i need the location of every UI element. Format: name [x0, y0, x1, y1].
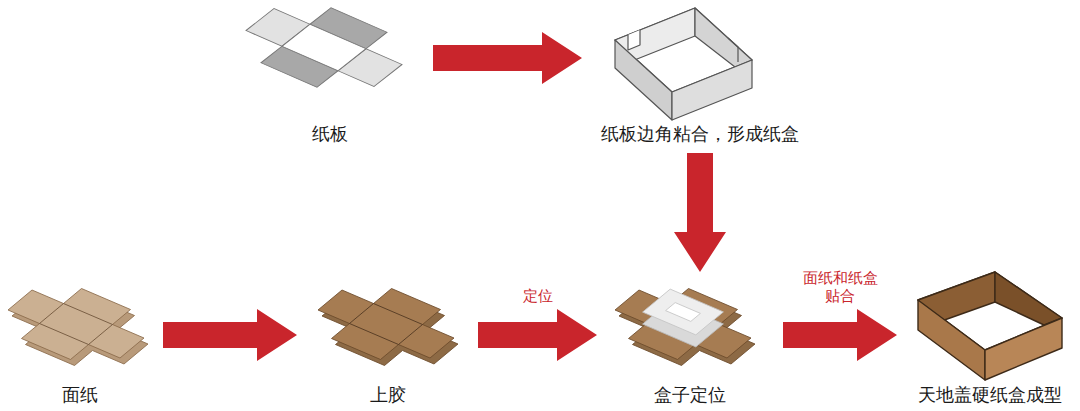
- process-step: 面纸: [5, 280, 155, 406]
- box-positioning: [597, 275, 773, 379]
- flow-arrow: [478, 309, 597, 361]
- flow-arrow: [783, 309, 897, 361]
- glued-paper: [300, 275, 476, 379]
- step-caption: 纸板边角粘合，形成纸盒: [590, 123, 810, 145]
- arrow-label: 定位: [497, 287, 579, 305]
- step-caption: 盒子定位: [605, 384, 775, 406]
- step-caption: 面纸: [5, 384, 155, 406]
- flat-cardboard: [225, 0, 423, 103]
- process-step: 纸板边角粘合，形成纸盒: [590, 0, 810, 145]
- step-caption: 纸板: [235, 123, 425, 145]
- step-caption: 上胶: [305, 384, 470, 406]
- flow-arrow: [433, 32, 582, 84]
- flow-arrow: [163, 309, 297, 361]
- grey-box: [615, 8, 752, 120]
- rigid-box: [918, 272, 1062, 380]
- step-caption: 天地盖硬纸盒成型: [905, 384, 1075, 406]
- process-step: 天地盖硬纸盒成型: [905, 280, 1075, 406]
- process-step: 盒子定位: [605, 280, 775, 406]
- face-paper: [0, 275, 166, 379]
- arrow-label: 面纸和纸盒 贴合: [799, 269, 881, 305]
- process-step: 上胶: [305, 280, 470, 406]
- flow-arrow: [674, 153, 726, 272]
- process-step: 纸板: [235, 0, 425, 145]
